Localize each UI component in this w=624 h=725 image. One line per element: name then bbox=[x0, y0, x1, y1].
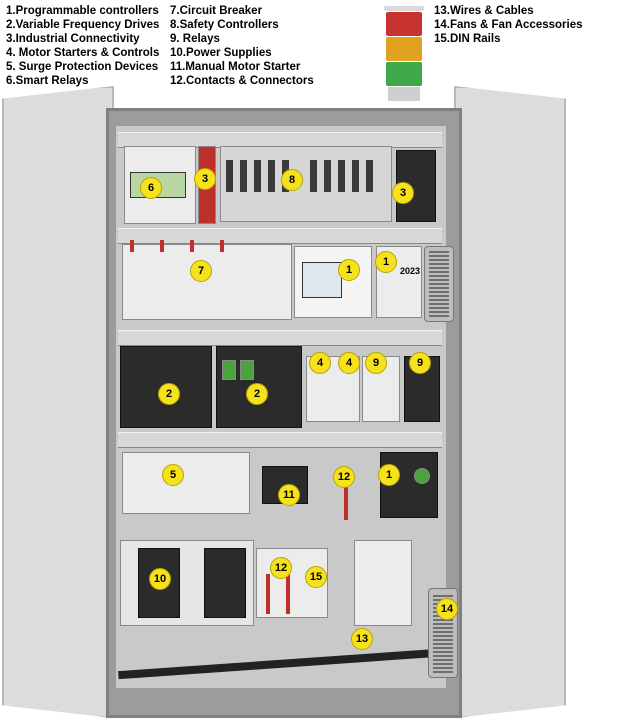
hmi-year-label: 2023 bbox=[400, 266, 421, 276]
marker-2: 2 bbox=[158, 383, 180, 405]
terminal-block bbox=[352, 160, 359, 192]
wire bbox=[220, 240, 224, 252]
marker-14: 14 bbox=[436, 598, 458, 620]
surge-protection-devices bbox=[122, 452, 250, 514]
legend-item: 6.Smart Relays bbox=[6, 75, 89, 87]
legend-item: 12.Contacts & Connectors bbox=[170, 75, 314, 87]
stack-light-amber bbox=[386, 37, 422, 61]
safety-controller bbox=[220, 146, 392, 222]
legend-item: 7.Circuit Breaker bbox=[170, 5, 263, 17]
stack-light-base bbox=[388, 87, 420, 101]
legend-item: 1.Programmable controllers bbox=[6, 5, 159, 17]
marker-15: 15 bbox=[305, 566, 327, 588]
legend-item: 3.Industrial Connectivity bbox=[6, 33, 140, 45]
legend-item: 5. Surge Protection Devices bbox=[6, 61, 159, 73]
marker-11: 11 bbox=[278, 484, 300, 506]
marker-13: 13 bbox=[351, 628, 373, 650]
stack-light-red bbox=[386, 12, 422, 36]
marker-4: 4 bbox=[338, 352, 360, 374]
marker-1: 1 bbox=[338, 259, 360, 281]
vfd-indicator bbox=[240, 360, 254, 380]
wire bbox=[160, 240, 164, 252]
stack-light bbox=[384, 6, 424, 101]
marker-6: 6 bbox=[140, 177, 162, 199]
plc-screen bbox=[302, 262, 342, 298]
marker-12: 12 bbox=[333, 466, 355, 488]
terminal-block bbox=[324, 160, 331, 192]
terminal-block bbox=[254, 160, 261, 192]
marker-4: 4 bbox=[309, 352, 331, 374]
marker-1: 1 bbox=[375, 251, 397, 273]
legend-column-1: 1.Programmable controllers 2.Variable Fr… bbox=[6, 4, 159, 88]
legend-column-3: 13.Wires & Cables 14.Fans & Fan Accessor… bbox=[434, 4, 583, 46]
marker-10: 10 bbox=[149, 568, 171, 590]
power-supply bbox=[204, 548, 246, 618]
legend-item: 4. Motor Starters & Controls bbox=[6, 47, 160, 59]
legend-item: 11.Manual Motor Starter bbox=[170, 61, 301, 73]
vfd-indicator bbox=[222, 360, 236, 380]
wire bbox=[286, 574, 290, 614]
stack-light-cap bbox=[384, 6, 424, 11]
terminal-block bbox=[268, 160, 275, 192]
terminal-block bbox=[240, 160, 247, 192]
marker-3: 3 bbox=[392, 182, 414, 204]
wire bbox=[190, 240, 194, 252]
circuit-breaker-bank bbox=[122, 244, 292, 320]
legend-item: 2.Variable Frequency Drives bbox=[6, 19, 160, 31]
wire bbox=[266, 574, 270, 614]
marker-12: 12 bbox=[270, 557, 292, 579]
marker-8: 8 bbox=[281, 169, 303, 191]
legend-item: 14.Fans & Fan Accessories bbox=[434, 19, 583, 31]
terminal-block bbox=[338, 160, 345, 192]
legend-item: 10.Power Supplies bbox=[170, 47, 272, 59]
marker-5: 5 bbox=[162, 464, 184, 486]
legend-item: 13.Wires & Cables bbox=[434, 5, 534, 17]
terminal-block bbox=[310, 160, 317, 192]
stack-light-green bbox=[386, 62, 422, 86]
legend-column-2: 7.Circuit Breaker 8.Safety Controllers 9… bbox=[170, 4, 314, 88]
terminal-block bbox=[366, 160, 373, 192]
cabinet-fan bbox=[424, 246, 454, 322]
marker-2: 2 bbox=[246, 383, 268, 405]
din-rail bbox=[118, 228, 442, 244]
marker-9: 9 bbox=[409, 352, 431, 374]
marker-3: 3 bbox=[194, 168, 216, 190]
wire bbox=[344, 470, 348, 520]
legend-item: 8.Safety Controllers bbox=[170, 19, 279, 31]
legend-item: 9. Relays bbox=[170, 33, 220, 45]
legend-item: 15.DIN Rails bbox=[434, 33, 501, 45]
socket-outlet bbox=[354, 540, 412, 626]
cabinet-door-right bbox=[454, 86, 566, 718]
marker-7: 7 bbox=[190, 260, 212, 282]
din-rail bbox=[118, 330, 442, 346]
marker-9: 9 bbox=[365, 352, 387, 374]
cabinet-door-left bbox=[2, 86, 114, 718]
wire bbox=[130, 240, 134, 252]
drive-status-light bbox=[414, 468, 430, 484]
manual-motor-starter bbox=[262, 466, 308, 504]
marker-1: 1 bbox=[378, 464, 400, 486]
din-rail bbox=[118, 432, 442, 448]
terminal-block bbox=[226, 160, 233, 192]
